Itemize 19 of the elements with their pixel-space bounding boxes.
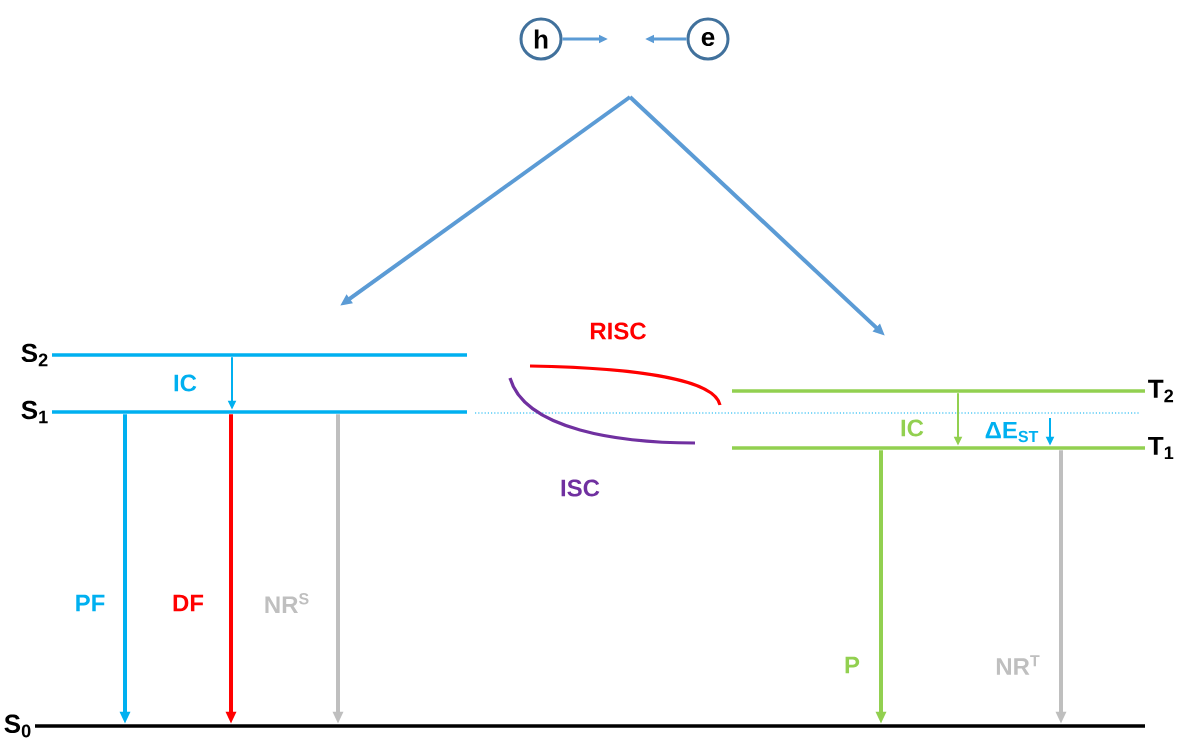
edge-label: NR$^{S}$ [265,593,309,613]
edge-label: IC [174,374,197,392]
energy-level: S$_{1}$ [21,400,467,424]
edge-label: P [845,656,860,674]
edge-label: NR$^{T}$ [996,655,1040,675]
node-label: S$_{2}$ [21,343,48,367]
edge-label: IC [901,419,924,437]
node-label: S$_{0}$ [4,714,31,738]
node-label: T$_{2}$ [1148,379,1174,403]
node-label: S$_{1}$ [21,400,48,424]
node-label: T$_{1}$ [1148,436,1174,460]
edge-label: DF [173,594,204,612]
process-label: RISC [590,322,647,340]
process-label: ISC [561,479,600,497]
edge-label: ΔE$_{ST}$ [985,421,1039,443]
energy-level: S$_{0}$ [4,714,1145,738]
edge-label: PF [76,594,105,612]
energy-level: T$_{2}$ [732,379,1174,403]
energy-level: S$_{2}$ [21,343,467,367]
